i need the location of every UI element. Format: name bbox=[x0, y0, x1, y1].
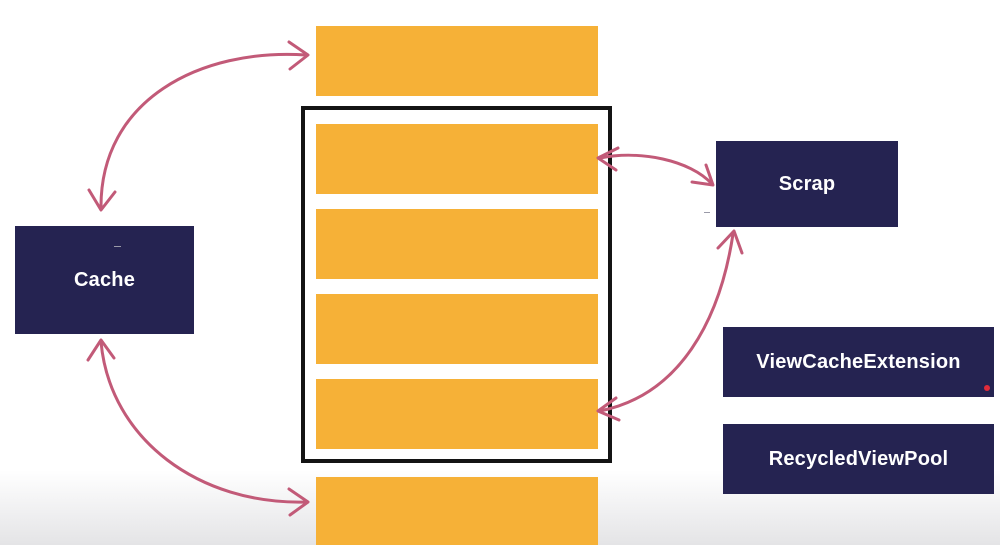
arrow-scrap-to-item-1 bbox=[598, 153, 714, 186]
list-item-1 bbox=[316, 124, 598, 194]
view-cache-extension-box: ViewCacheExtension bbox=[723, 327, 994, 397]
list-item-2 bbox=[316, 209, 598, 279]
arrow-cache-to-bottom-item bbox=[99, 340, 308, 504]
offscreen-item-top bbox=[316, 26, 598, 96]
arrowhead-cache-top-b bbox=[87, 188, 117, 212]
arrowhead-cache-top-a bbox=[287, 40, 310, 71]
scrap-label: Scrap bbox=[778, 172, 836, 195]
arrowhead-scrap-item4-a bbox=[596, 396, 621, 422]
offscreen-item-bottom bbox=[316, 477, 598, 545]
list-item-4 bbox=[316, 379, 598, 449]
arrowhead-scrap-item4-b bbox=[716, 229, 744, 255]
recycled-view-pool-box: RecycledViewPool bbox=[723, 424, 994, 494]
arrowhead-scrap-item1-b bbox=[690, 163, 715, 187]
arrowhead-scrap-item1-a bbox=[596, 146, 620, 172]
recyclerview-viewport bbox=[301, 106, 612, 463]
cache-tick-mark bbox=[114, 246, 121, 247]
arrow-scrap-to-item-4 bbox=[598, 232, 735, 413]
recycled-view-pool-label: RecycledViewPool bbox=[768, 447, 949, 470]
arrowhead-cache-bottom-a bbox=[287, 487, 310, 517]
scrap-box: Scrap bbox=[716, 141, 898, 227]
view-cache-extension-label: ViewCacheExtension bbox=[756, 350, 961, 373]
arrowhead-cache-bottom-b bbox=[86, 338, 116, 362]
list-item-3 bbox=[316, 294, 598, 364]
cache-label: Cache bbox=[73, 268, 136, 291]
arrow-cache-to-top-item bbox=[99, 52, 308, 210]
cache-box: Cache bbox=[15, 226, 194, 334]
red-dot bbox=[984, 385, 990, 391]
scrap-tick-mark bbox=[704, 212, 710, 213]
